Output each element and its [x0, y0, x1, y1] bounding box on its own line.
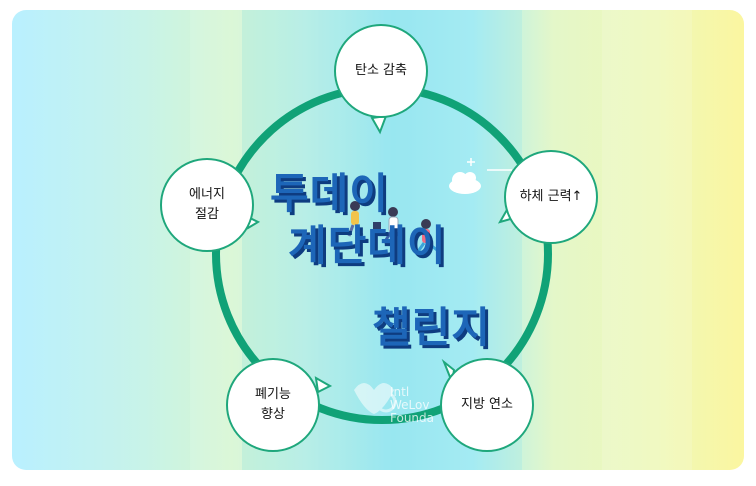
watermark-text-1: Intl	[390, 385, 410, 399]
bubble-tail	[370, 114, 388, 135]
bubble-fat-burning: 지방 연소	[440, 358, 534, 452]
bubble-carbon-reduction: 탄소 감축	[334, 24, 428, 118]
title-line-2: 계단데이	[288, 221, 447, 270]
bubble-energy-saving: 에너지 절감	[160, 158, 254, 252]
watermark-text-3: Founda	[390, 411, 434, 425]
title-line-3: 챌린지	[372, 303, 491, 352]
bg-stripe	[602, 10, 692, 470]
bubble-lung-function: 폐기능 향상	[226, 358, 320, 452]
diagram-canvas: 투데이 계단데이 챌린지 Intl WeLov Founda 탄소 감축 하체 …	[12, 10, 744, 470]
bubble-tail	[314, 376, 333, 394]
cloud-icon	[449, 172, 481, 194]
watermark-text-2: WeLov	[390, 398, 430, 412]
runner-figure	[347, 201, 364, 237]
title-line-1: 투데이	[270, 169, 389, 218]
foundation-logo	[354, 383, 397, 414]
bubble-leg-strength: 하체 근력↑	[504, 150, 598, 244]
sparkle-icon	[467, 158, 512, 171]
runner-figure	[373, 207, 406, 244]
runner-figure	[415, 219, 438, 254]
